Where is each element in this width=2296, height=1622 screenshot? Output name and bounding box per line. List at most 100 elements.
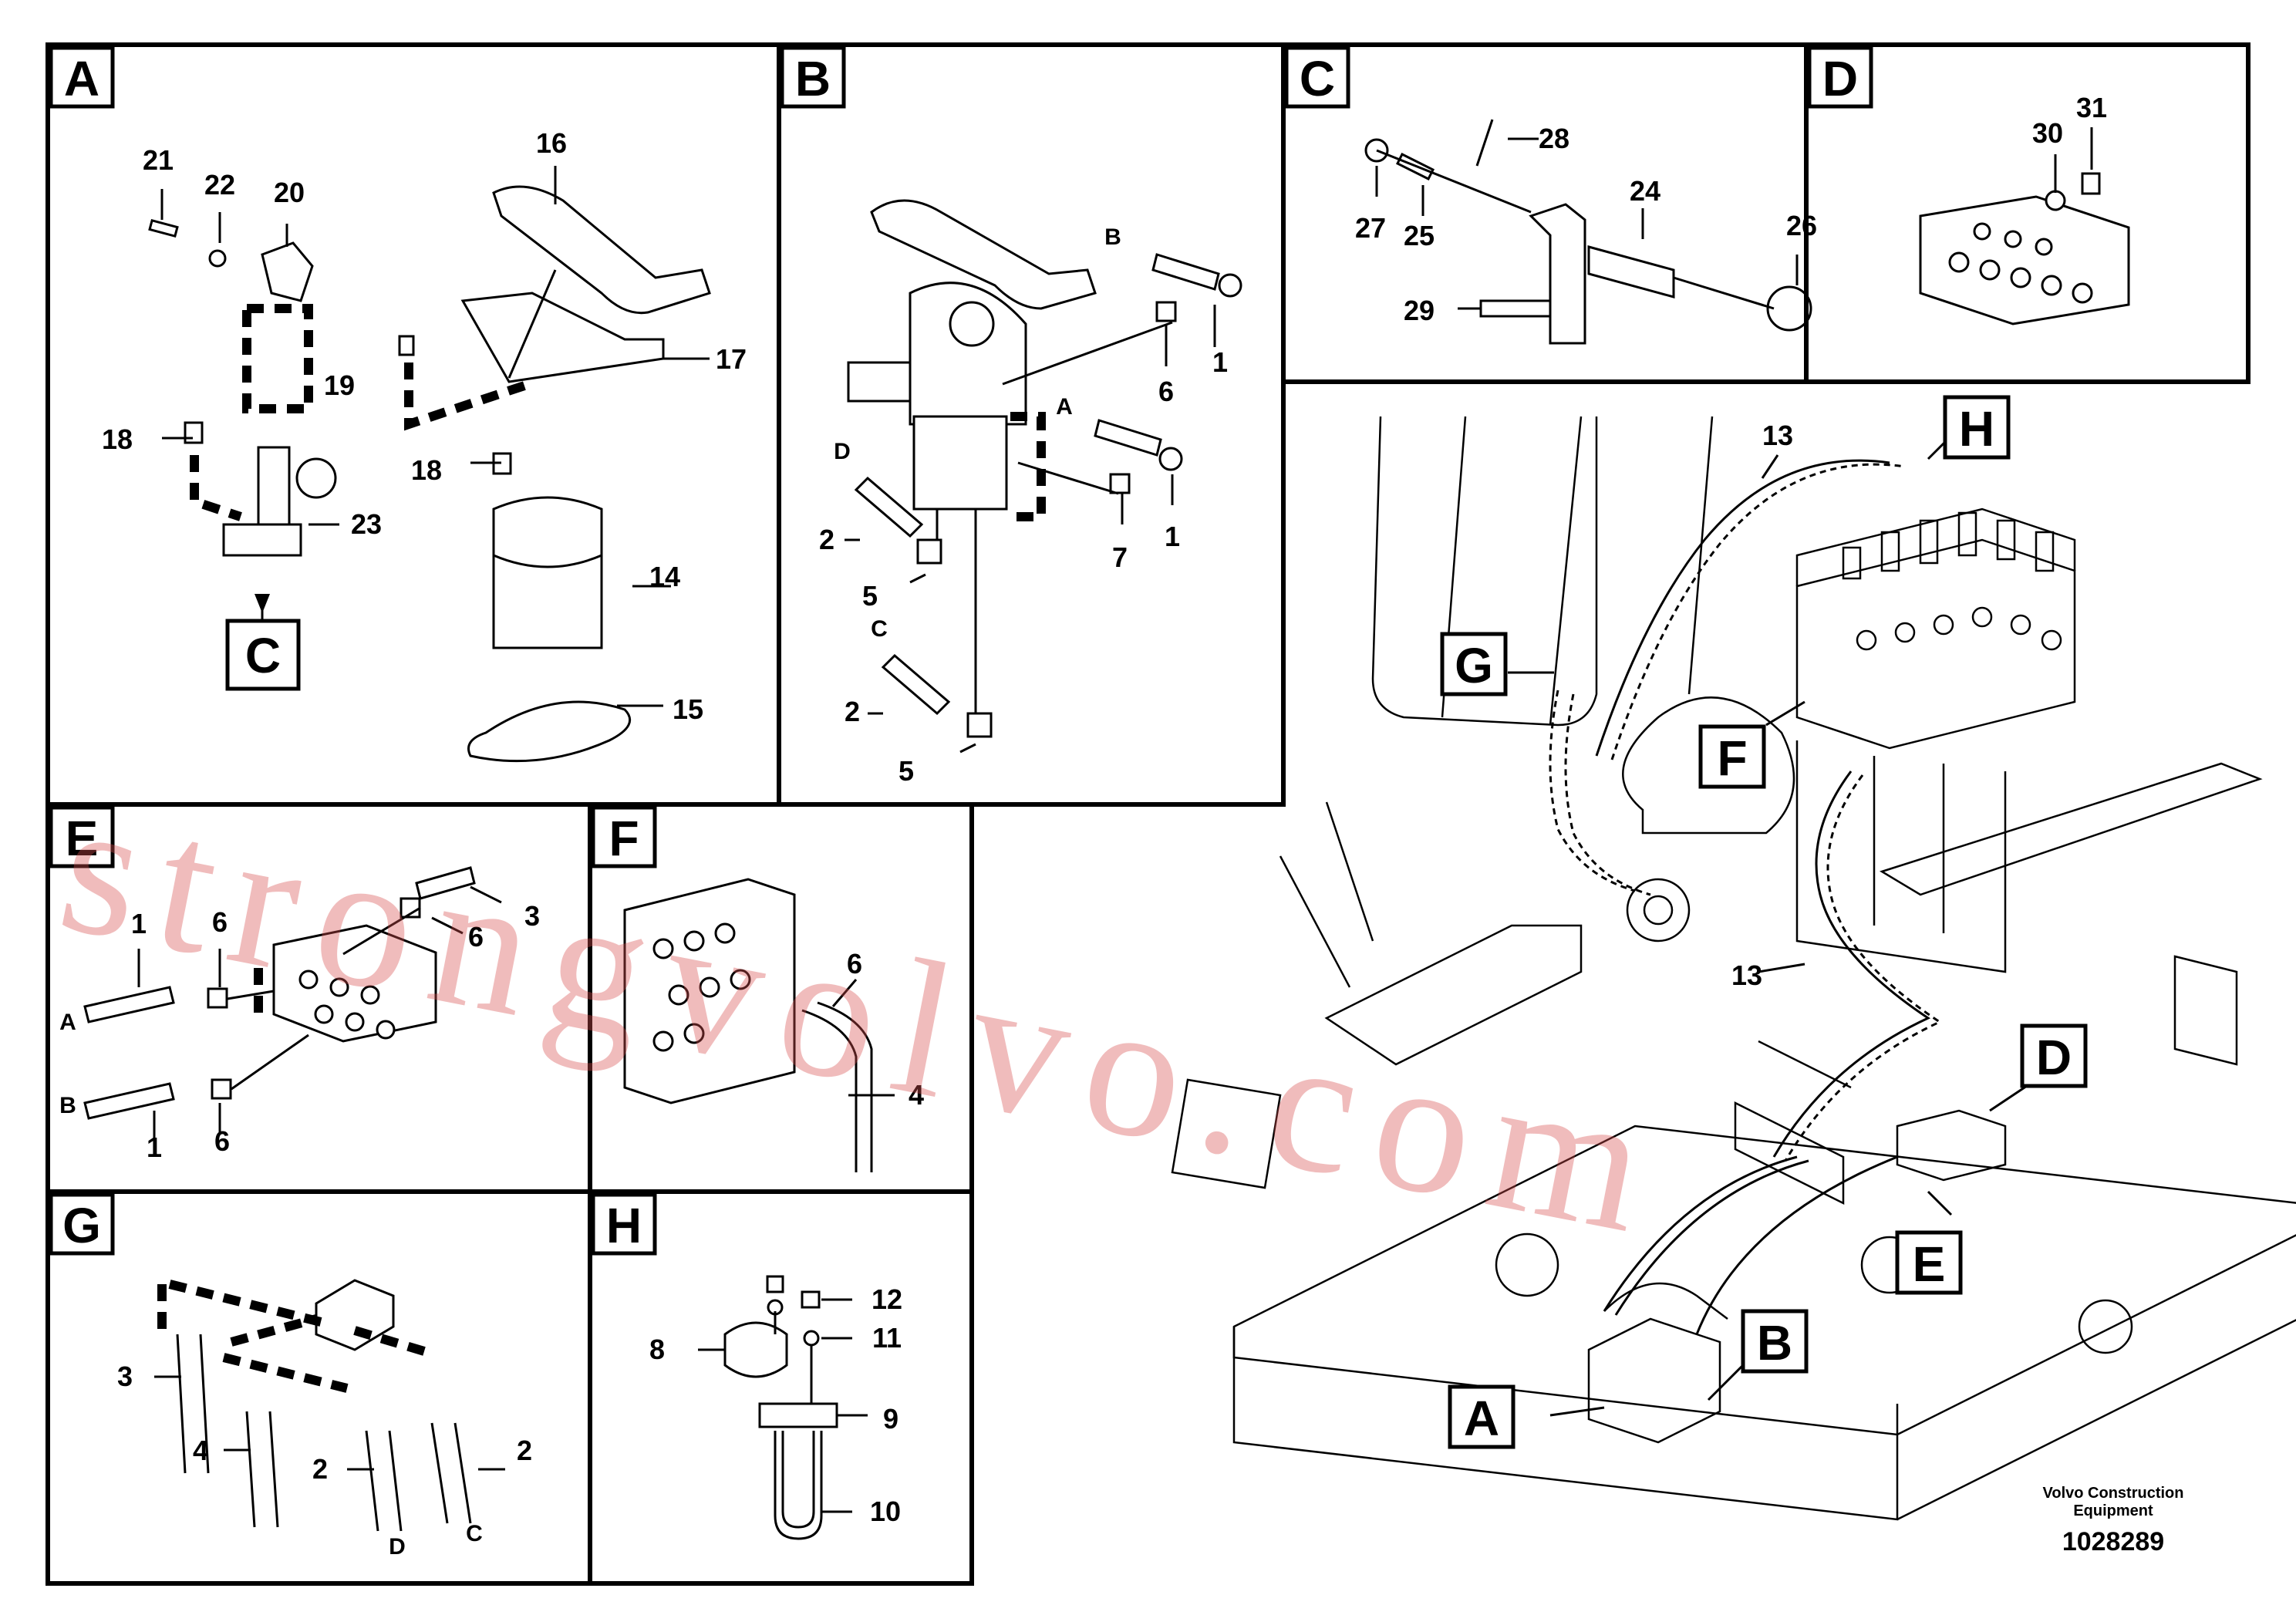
panel-a: A 21 22 20 16 17 [46, 42, 781, 807]
panel-a-ref-c: C [245, 628, 281, 683]
label-2-right: 2 [517, 1435, 532, 1466]
overview-drawing: H G F D E B A 13 13 [1171, 395, 2296, 1521]
block-ports [298, 969, 396, 1040]
panel-g: G 3 4 2 2 D C [46, 1189, 592, 1586]
bracket-20 [261, 241, 314, 302]
label-24: 24 [1630, 175, 1660, 207]
valve-body [912, 415, 1008, 511]
label-7: 7 [1112, 541, 1128, 573]
label-18-right: 18 [411, 454, 442, 486]
plate-17 [460, 292, 665, 383]
overview-tag-g: G [1455, 638, 1493, 693]
label-30: 30 [2032, 117, 2063, 149]
overview-tag-f: F [1717, 730, 1747, 786]
label-19: 19 [324, 369, 355, 401]
credit-line-1: Volvo Construction [2043, 1485, 2184, 1502]
hose-13-lower [1772, 771, 1931, 1158]
overview-tag-b: B [1757, 1315, 1792, 1371]
label-6-bottom: 6 [214, 1125, 230, 1157]
overview-tags: H G F D E B A [1440, 395, 2088, 1449]
label-21: 21 [143, 144, 174, 176]
label-18-left: 18 [102, 423, 133, 455]
overview-tag-h: H [1959, 401, 1994, 457]
pedal-assembly [1587, 1317, 1721, 1444]
label-1-bottom: 1 [1165, 521, 1180, 552]
document-number: 1028289 [2062, 1527, 2164, 1556]
block [272, 924, 437, 1043]
label-6: 6 [847, 948, 862, 980]
hose-d [854, 476, 924, 538]
label-6: 6 [1158, 376, 1174, 407]
fitting-6a [207, 987, 228, 1009]
fitting-6 [1155, 301, 1177, 322]
panel-d: D 30 31 [1804, 42, 2250, 384]
bolt-21 [148, 218, 227, 268]
panel-h-letter: H [606, 1198, 642, 1253]
panel-e: E 6 6 3 1 A B 6 1 [46, 802, 592, 1194]
overview-tag-d: D [2036, 1030, 2072, 1085]
label-2-bottom: 2 [845, 696, 860, 727]
label-31: 31 [2076, 92, 2107, 123]
label-26: 26 [1786, 210, 1817, 241]
label-8: 8 [649, 1334, 665, 1365]
label-5-top: 5 [862, 580, 878, 612]
label-3: 3 [524, 900, 540, 932]
hose-e-3 [415, 866, 476, 900]
label-3: 3 [117, 1361, 133, 1392]
overview-tag-e: E [1913, 1236, 1946, 1292]
panel-b-ref-c: C [871, 616, 888, 642]
gasket-15 [467, 700, 632, 763]
hose-e-a [83, 986, 175, 1023]
hose-b [1151, 253, 1220, 291]
label-4: 4 [193, 1435, 208, 1466]
washer-11 [803, 1330, 820, 1347]
panel-e-ref-a: A [59, 1010, 76, 1035]
pedal-16 [492, 185, 711, 315]
u-bolt-10 [774, 1431, 823, 1540]
label-17: 17 [716, 343, 747, 375]
o-ring-30 [2045, 190, 2066, 211]
label-14: 14 [649, 561, 680, 592]
label-11: 11 [872, 1322, 902, 1354]
label-20: 20 [274, 177, 305, 208]
fitting-7 [1109, 473, 1131, 494]
panel-b-letter: B [795, 51, 831, 106]
label-15: 15 [673, 693, 703, 725]
label-22: 22 [204, 169, 235, 201]
bracket [1529, 203, 1586, 345]
label-1-top: 1 [131, 908, 147, 939]
label-2-left: 2 [312, 1453, 328, 1485]
clamp [315, 1279, 395, 1351]
panel-b-ref-d: D [834, 439, 851, 464]
clamp-8 [723, 1321, 788, 1378]
label-5-bottom: 5 [899, 755, 914, 787]
label-4: 4 [909, 1079, 924, 1111]
panel-f-letter: F [609, 811, 639, 866]
panel-g-ref-d: D [389, 1534, 406, 1560]
label-1-top: 1 [1212, 346, 1228, 378]
pedal [870, 199, 1097, 310]
label-25: 25 [1404, 220, 1435, 251]
credit-line-2: Equipment [2073, 1502, 2153, 1519]
label-2-top: 2 [819, 524, 834, 555]
label-16: 16 [536, 127, 567, 159]
adapter-5b [966, 712, 993, 738]
panel-c-letter: C [1300, 51, 1335, 106]
panel-h: H 12 11 8 9 10 [588, 1189, 974, 1586]
valve-ports [652, 922, 751, 1052]
boot [909, 282, 1027, 426]
overview-label-13-top: 13 [1762, 420, 1793, 451]
panel-b-ref-b: B [1104, 224, 1121, 250]
panel-c: C 27 25 28 24 26 29 [1281, 42, 1817, 384]
boom [1371, 416, 1598, 727]
label-10: 10 [870, 1496, 901, 1527]
nut-top [766, 1275, 784, 1293]
plate-9 [758, 1402, 838, 1428]
valve-spools [1842, 511, 2062, 651]
hose-c [881, 653, 951, 716]
adapter-5a [916, 538, 942, 565]
panel-d-letter: D [1822, 51, 1858, 106]
hose-13-upper [1595, 459, 1890, 757]
valve-23 [222, 523, 302, 557]
